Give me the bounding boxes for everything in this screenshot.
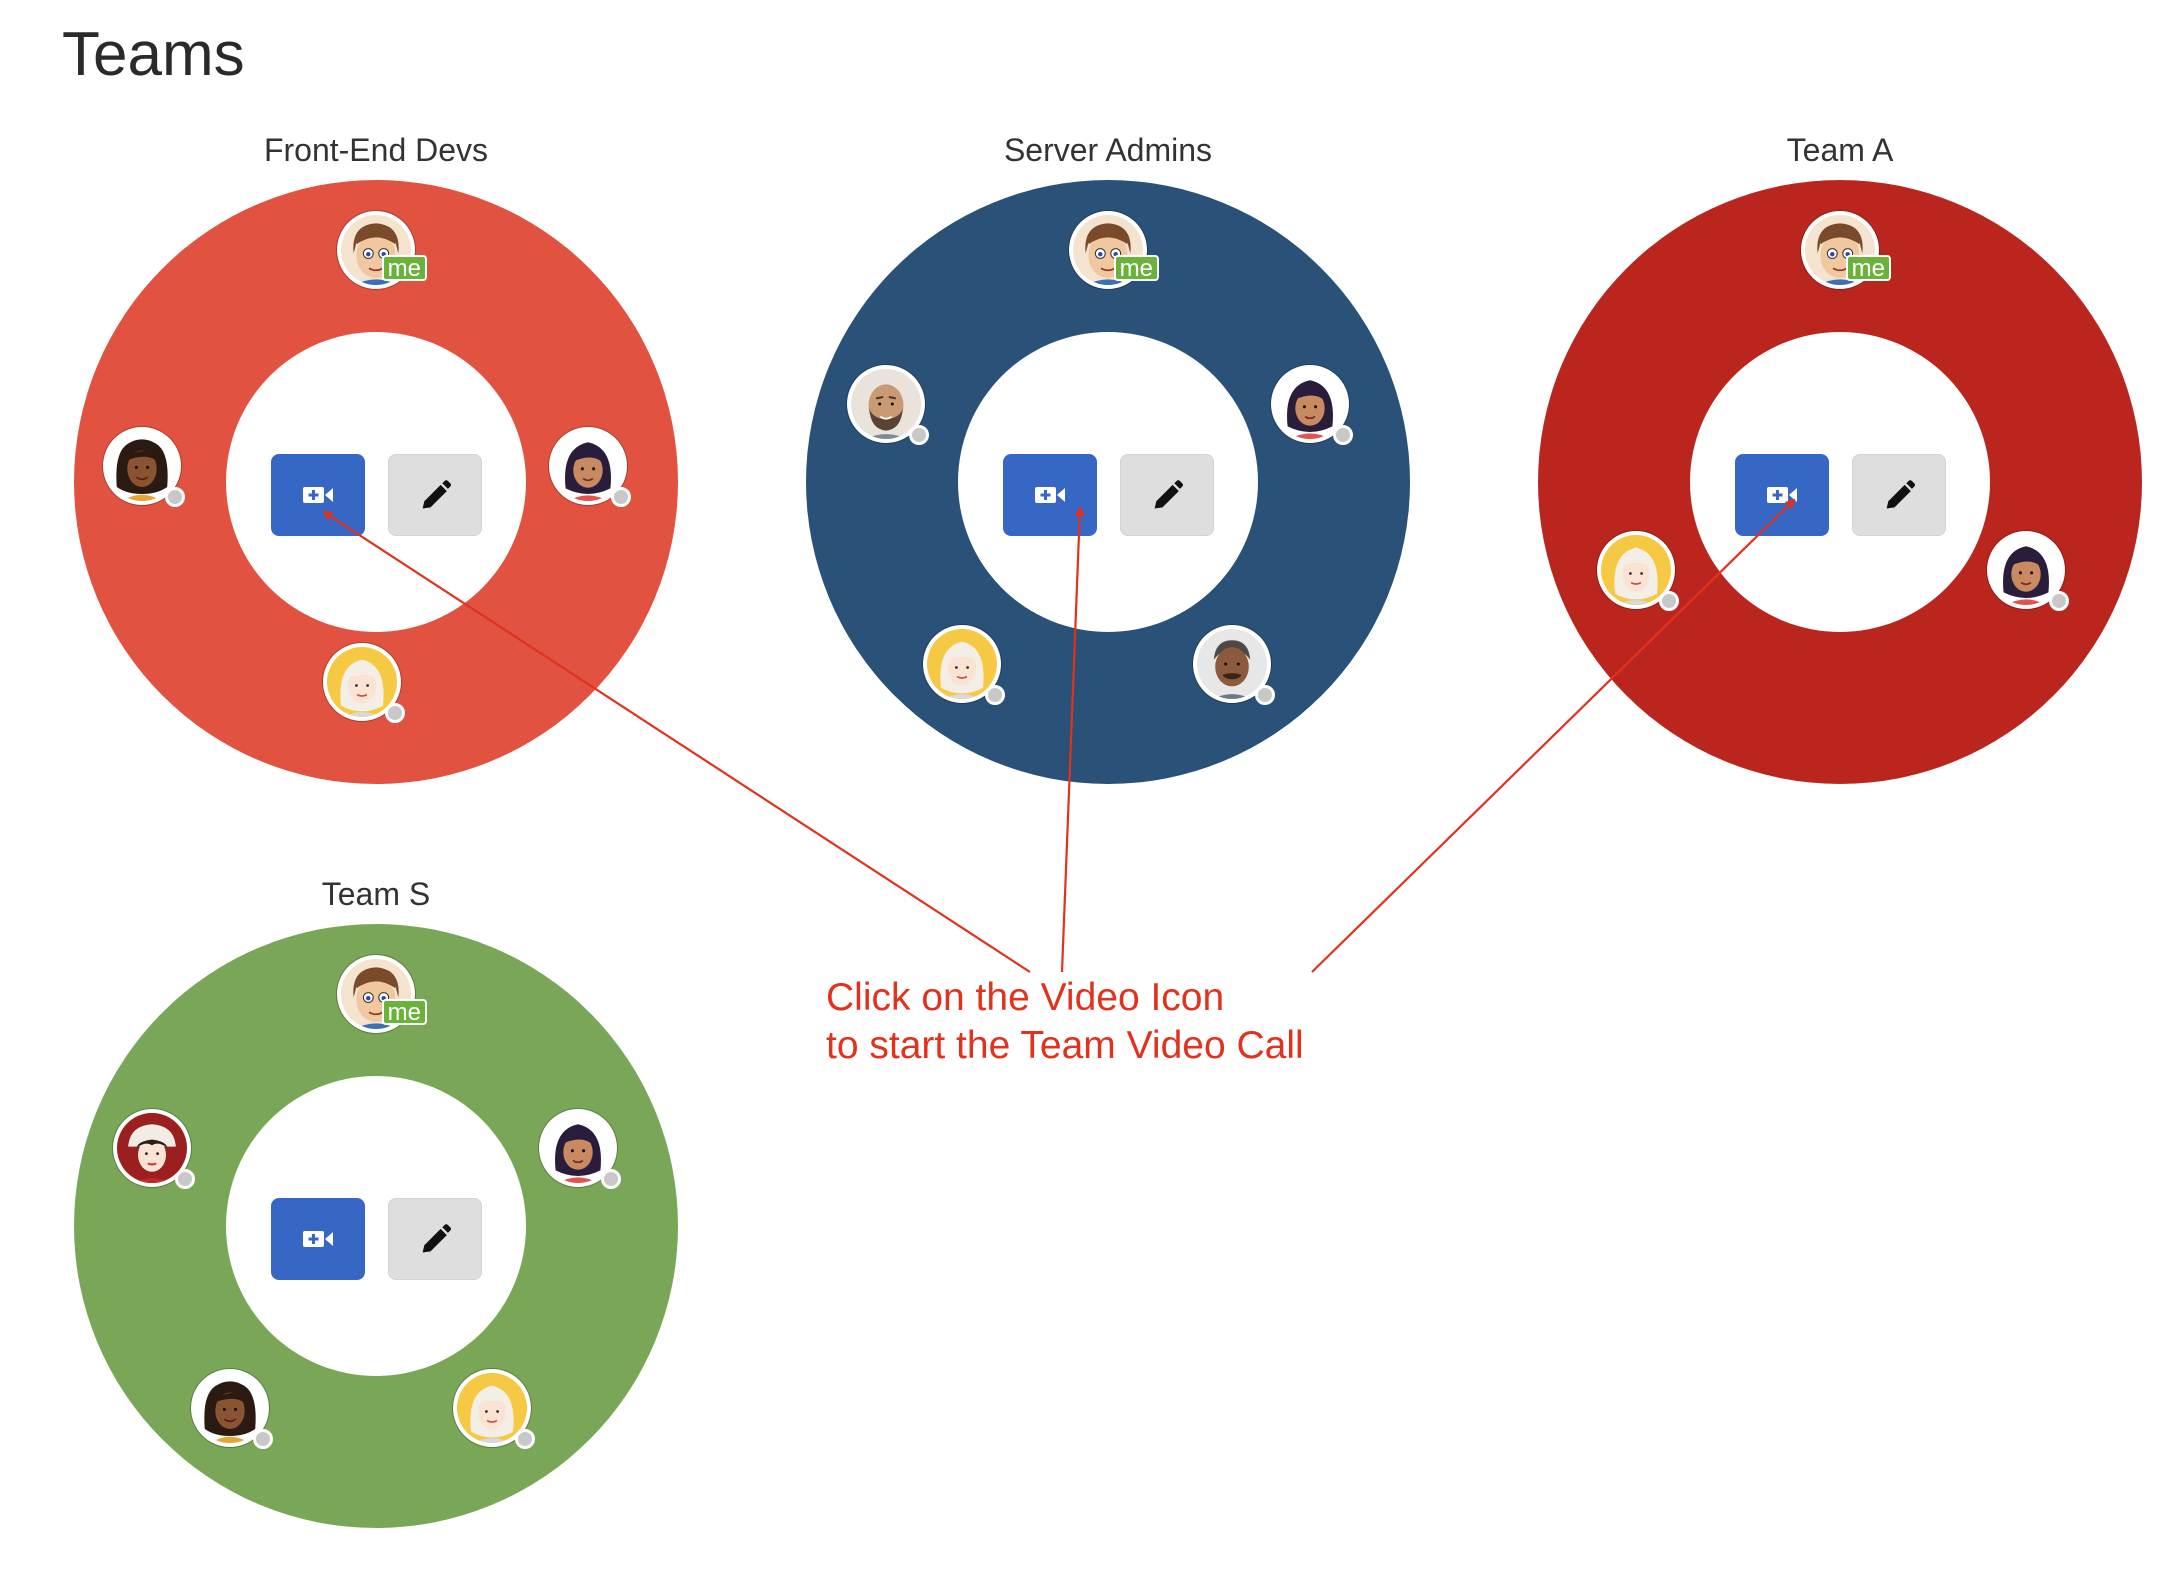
me-badge: me (381, 999, 427, 1025)
team-video-call-button[interactable] (1003, 454, 1097, 536)
presence-status-dot (601, 1169, 621, 1189)
team-name: Team S (321, 876, 431, 912)
presence-status-dot (909, 425, 929, 445)
edit-team-button[interactable] (388, 1198, 482, 1280)
member-avatar[interactable] (539, 1109, 621, 1189)
video-camera-plus-icon (1035, 487, 1065, 503)
annotation-callout: Click on the Video Icon to start the Tea… (826, 974, 1304, 1070)
me-badge: me (1845, 255, 1891, 281)
team-ring-center (1690, 332, 1990, 632)
pencil-icon (1886, 480, 1916, 509)
member-avatar-me[interactable]: me (1801, 211, 1891, 289)
team-ring: me (806, 180, 1410, 784)
pencil-icon (1154, 480, 1184, 509)
member-avatar[interactable] (1193, 625, 1275, 705)
member-avatar[interactable] (191, 1369, 273, 1449)
team-video-call-button[interactable] (1735, 454, 1829, 536)
presence-status-dot (515, 1429, 535, 1449)
team-card: Front-End Devs me (74, 130, 678, 834)
pencil-icon (422, 1224, 452, 1253)
presence-status-dot (2049, 591, 2069, 611)
team-ring: me (74, 180, 678, 784)
member-avatar[interactable] (923, 625, 1005, 705)
video-camera-plus-icon (303, 487, 333, 503)
pencil-icon (422, 480, 452, 509)
presence-status-dot (611, 487, 631, 507)
video-camera-plus-icon (1767, 487, 1797, 503)
me-badge: me (1113, 255, 1159, 281)
member-avatar[interactable] (549, 427, 631, 507)
team-card: Team S me (74, 874, 678, 1578)
annotation-line-2: to start the Team Video Call (826, 1024, 1304, 1067)
member-avatar-me[interactable]: me (1069, 211, 1159, 289)
member-avatar[interactable] (453, 1369, 535, 1449)
presence-status-dot (1659, 591, 1679, 611)
presence-status-dot (985, 685, 1005, 705)
annotation-line-1: Click on the Video Icon (826, 976, 1225, 1019)
team-ring-center (226, 1076, 526, 1376)
team-name: Server Admins (1003, 132, 1213, 168)
member-avatar[interactable] (323, 643, 405, 723)
team-name: Front-End Devs (263, 132, 489, 168)
member-avatar[interactable] (1987, 531, 2069, 611)
member-avatar-me[interactable]: me (337, 211, 427, 289)
presence-status-dot (385, 703, 405, 723)
presence-status-dot (1333, 425, 1353, 445)
team-card: Server Admins me (806, 130, 1410, 834)
me-badge: me (381, 255, 427, 281)
member-avatar-me[interactable]: me (337, 955, 427, 1033)
team-video-call-button[interactable] (271, 454, 365, 536)
team-ring: me (74, 924, 678, 1528)
team-ring-center (958, 332, 1258, 632)
edit-team-button[interactable] (388, 454, 482, 536)
member-avatar[interactable] (1271, 365, 1353, 445)
member-avatar[interactable] (113, 1109, 195, 1189)
presence-status-dot (175, 1169, 195, 1189)
member-avatar[interactable] (103, 427, 185, 507)
video-camera-plus-icon (303, 1231, 333, 1247)
member-avatar[interactable] (1597, 531, 1679, 611)
presence-status-dot (165, 487, 185, 507)
edit-team-button[interactable] (1852, 454, 1946, 536)
presence-status-dot (1255, 685, 1275, 705)
team-ring-center (226, 332, 526, 632)
edit-team-button[interactable] (1120, 454, 1214, 536)
member-avatar[interactable] (847, 365, 929, 445)
team-ring: me (1538, 180, 2142, 784)
page-title: Teams (62, 20, 245, 89)
team-card: Team A me (1538, 130, 2142, 834)
team-video-call-button[interactable] (271, 1198, 365, 1280)
team-name: Team A (1786, 132, 1894, 168)
presence-status-dot (253, 1429, 273, 1449)
